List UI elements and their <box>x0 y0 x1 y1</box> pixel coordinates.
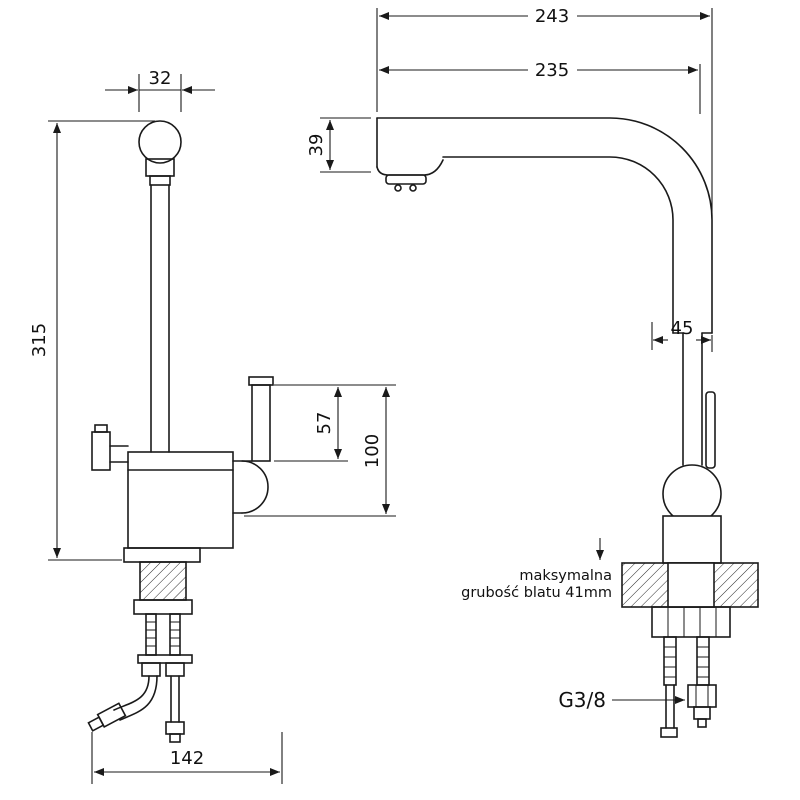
lever-handle <box>705 391 716 469</box>
mounting-nut-side <box>651 606 731 638</box>
left-faucet-view <box>87 120 274 743</box>
hose-hex-fitting <box>687 684 717 708</box>
stud-threads <box>146 621 180 647</box>
dim-body-height: 100 <box>244 384 396 517</box>
lower-body <box>662 515 722 564</box>
aerator <box>149 175 171 186</box>
dim-39-label: 39 <box>306 134 327 157</box>
mounting-nut <box>133 599 193 615</box>
dim-235-label: 235 <box>535 60 569 81</box>
thread-size-label: G3/8 <box>558 688 606 712</box>
dim-57-label: 57 <box>314 412 335 435</box>
dim-spout-reach: 235 <box>379 60 701 114</box>
dim-outlet-height: 57 <box>274 387 348 462</box>
ball-joint <box>662 464 722 524</box>
counter-note-line1: maksymalna <box>519 568 612 584</box>
side-handle <box>91 431 111 471</box>
counter-note-line2: grubość blatu 41mm <box>461 585 612 601</box>
shank-through-counter <box>667 562 715 608</box>
head-collar <box>145 158 175 177</box>
dim-100-label: 100 <box>362 434 383 468</box>
right-faucet-view <box>376 117 759 738</box>
dim-32-label: 32 <box>149 68 172 89</box>
hose-left-connector <box>87 702 127 732</box>
thread-size-callout: G3/8 <box>558 688 685 712</box>
dim-base-width: 142 <box>91 732 283 784</box>
dim-spout-width: 32 <box>105 68 215 112</box>
dim-243-label: 243 <box>535 6 569 27</box>
dim-142-label: 142 <box>170 748 204 769</box>
elbow <box>241 460 269 514</box>
faucet-body <box>127 451 234 549</box>
base-flange <box>123 547 201 563</box>
dim-overall-depth: 243 <box>376 6 713 214</box>
spout-aerator <box>385 174 427 185</box>
dim-spout-height: 39 <box>306 117 371 173</box>
counter-thickness-note: maksymalna grubość blatu 41mm <box>461 538 612 601</box>
faucet-head <box>138 120 182 164</box>
stud-threads-side <box>664 646 709 678</box>
filter-outlet <box>251 384 271 462</box>
dim-pipe-offset: 45 <box>651 318 713 352</box>
spout-inner <box>442 156 674 334</box>
spout-outer <box>376 117 713 334</box>
clamp-plate <box>137 654 193 664</box>
threaded-shank <box>139 561 187 601</box>
hose-left <box>113 675 150 711</box>
dim-315-label: 315 <box>29 323 50 357</box>
dim-45-label: 45 <box>671 318 694 339</box>
dim-total-height: 315 <box>29 120 155 561</box>
